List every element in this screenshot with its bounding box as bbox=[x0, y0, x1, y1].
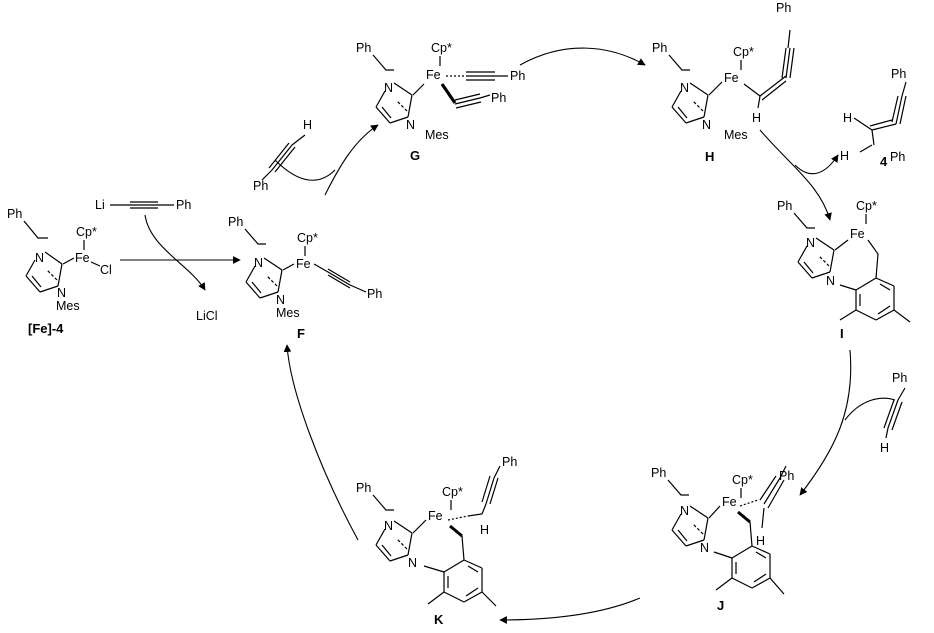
cp-star-label: Cp* bbox=[442, 485, 463, 499]
phenyl-label: Ph bbox=[652, 41, 667, 55]
cp-star-label: Cp* bbox=[297, 231, 318, 245]
phenylacetylene-reagent-2: Ph H bbox=[880, 371, 907, 455]
mesityl-label: Mes bbox=[724, 128, 748, 142]
mesityl-label: Mes bbox=[276, 306, 300, 320]
iron-label: Fe bbox=[296, 257, 311, 271]
phenyl-label: Ph bbox=[491, 91, 506, 105]
nitrogen-label: N bbox=[826, 274, 835, 288]
iron-label: Fe bbox=[722, 495, 737, 509]
phenyl-label: Ph bbox=[510, 69, 525, 83]
nitrogen-label: N bbox=[384, 81, 393, 95]
phenyl-label: Ph bbox=[502, 455, 517, 469]
iron-label: Fe bbox=[428, 509, 443, 523]
complex-fe4: Ph N N Mes Fe Cp* Cl [Fe]-4 bbox=[7, 207, 112, 336]
cp-star-label: Cp* bbox=[732, 473, 753, 487]
mesityl-label: Mes bbox=[425, 128, 449, 142]
hydrogen-label: H bbox=[752, 111, 761, 125]
iron-label: Fe bbox=[426, 68, 441, 82]
iron-label: Fe bbox=[850, 227, 865, 241]
reaction-arrow-g-to-h bbox=[519, 47, 646, 66]
reaction-arrow-i-to-j bbox=[799, 349, 852, 496]
phenyl-label: Ph bbox=[890, 150, 905, 164]
reaction-arrow-f-to-g bbox=[324, 124, 379, 196]
nitrogen-label: N bbox=[35, 251, 44, 265]
nitrogen-label: N bbox=[806, 236, 815, 250]
complex-K: Ph N N Fe Cp* Ph H K bbox=[356, 455, 517, 627]
cp-star-label: Cp* bbox=[856, 199, 877, 213]
complex-J: Ph N N Fe Cp* Ph H J bbox=[651, 465, 794, 613]
complex-H: Ph N N Mes Fe Cp* Ph H H bbox=[652, 1, 795, 164]
compound-label-I: I bbox=[840, 326, 844, 341]
phenyl-label: Ph bbox=[367, 287, 382, 301]
lithium-acetylide-reagent: Li Ph LiCl bbox=[95, 198, 218, 323]
nitrogen-label: N bbox=[702, 118, 711, 132]
nitrogen-label: N bbox=[408, 556, 417, 570]
compound-label-K: K bbox=[434, 612, 444, 627]
nitrogen-label: N bbox=[384, 519, 393, 533]
phenyl-label: Ph bbox=[7, 207, 22, 221]
licl-label: LiCl bbox=[196, 309, 218, 323]
nitrogen-label: N bbox=[254, 256, 263, 270]
compound-label-J: J bbox=[717, 598, 724, 613]
compound-label-F: F bbox=[297, 326, 305, 341]
phenyl-label: Ph bbox=[776, 1, 791, 15]
phenyl-label: Ph bbox=[228, 215, 243, 229]
phenyl-label: Ph bbox=[891, 67, 906, 81]
complex-G: Ph N N Mes Fe Cp* Ph Ph G bbox=[356, 41, 525, 163]
cp-star-label: Cp* bbox=[733, 45, 754, 59]
phenylacetylene-reagent-1: H Ph bbox=[253, 118, 379, 196]
phenyl-label: Ph bbox=[253, 179, 268, 193]
chlorine-label: Cl bbox=[100, 263, 112, 277]
mesityl-label: Mes bbox=[56, 299, 80, 313]
nitrogen-label: N bbox=[276, 293, 285, 307]
compound-label-G: G bbox=[410, 148, 420, 163]
phenyl-label: Ph bbox=[777, 199, 792, 213]
compound-label-H: H bbox=[705, 149, 714, 164]
hydrogen-label: H bbox=[843, 111, 852, 125]
phenyl-label: Ph bbox=[779, 469, 794, 483]
complex-I: Ph N N Fe Cp* I bbox=[777, 199, 911, 341]
nitrogen-label: N bbox=[57, 286, 66, 300]
cp-star-label: Cp* bbox=[76, 225, 97, 239]
compound-label-4: 4 bbox=[880, 154, 888, 169]
hydrogen-label: H bbox=[840, 149, 849, 163]
phenyl-label: Ph bbox=[651, 466, 666, 480]
reaction-arrow-j-to-k bbox=[499, 597, 641, 624]
nitrogen-label: N bbox=[680, 504, 689, 518]
phenyl-label: Ph bbox=[356, 41, 371, 55]
phenyl-label: Ph bbox=[356, 481, 371, 495]
hydrogen-label: H bbox=[480, 523, 489, 537]
phenyl-label: Ph bbox=[176, 198, 191, 212]
iron-label: Fe bbox=[75, 251, 90, 265]
reaction-arrow-h-to-i bbox=[759, 129, 832, 221]
nitrogen-label: N bbox=[406, 118, 415, 132]
iron-label: Fe bbox=[724, 71, 739, 85]
lithium-label: Li bbox=[95, 198, 105, 212]
compound-label-fe4: [Fe]-4 bbox=[28, 321, 64, 336]
phenyl-label: Ph bbox=[892, 371, 907, 385]
hydrogen-label: H bbox=[756, 534, 765, 548]
hydrogen-label: H bbox=[880, 441, 889, 455]
release-arrow-product-4 bbox=[794, 154, 839, 175]
complex-F: Ph N N Mes Fe Cp* Ph F bbox=[228, 215, 382, 341]
nitrogen-label: N bbox=[680, 81, 689, 95]
hydrogen-label: H bbox=[303, 118, 312, 132]
reaction-arrow-k-to-f bbox=[283, 344, 359, 541]
cp-star-label: Cp* bbox=[431, 41, 452, 55]
nitrogen-label: N bbox=[700, 541, 709, 555]
product-4: H Ph H Ph 4 bbox=[840, 67, 907, 169]
